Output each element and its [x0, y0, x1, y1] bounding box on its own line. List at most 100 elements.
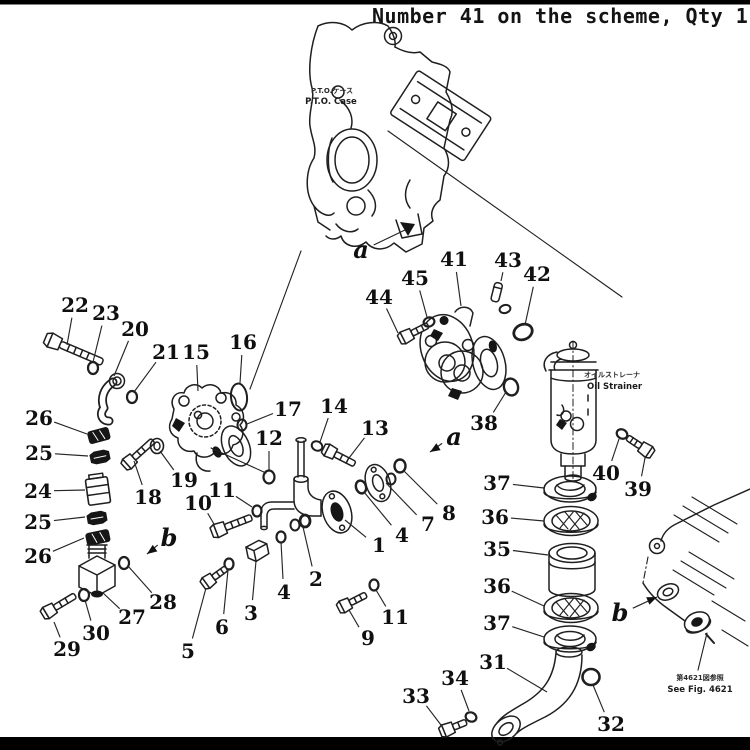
leader-part-18 [133, 460, 143, 486]
see-fig-label-jp: 第4621図参照 [676, 673, 723, 682]
o-ring-2a [289, 518, 301, 532]
leader-part-19 [159, 450, 175, 471]
washer-45 [422, 316, 436, 328]
bolt-29 [39, 592, 77, 620]
part-label-11: 11 [381, 605, 409, 629]
valve-43 [490, 281, 503, 303]
o-ring-38 [502, 377, 520, 397]
part-label-22: 22 [61, 293, 89, 317]
page-title: Number 41 on the scheme, Qty 1 [372, 4, 748, 28]
leader-part-31 [506, 667, 548, 693]
washer-30 [77, 587, 91, 603]
part-label-20: 20 [121, 317, 149, 341]
washer-11-right [368, 578, 380, 592]
o-ring-12 [262, 469, 276, 485]
leader-part-28 [127, 565, 153, 594]
leader-part-33 [425, 705, 442, 726]
part-label-31: 31 [479, 650, 507, 674]
part-label-40: 40 [592, 461, 620, 485]
tee-fitting-27 [78, 544, 116, 598]
washer-34 [464, 711, 478, 723]
bolt-5 [199, 565, 228, 590]
part-label-4: 4 [277, 580, 291, 604]
o-ring-32 [581, 667, 601, 687]
part-label-11: 11 [208, 478, 236, 502]
leader-part-26 [52, 537, 85, 552]
leader-part-15 [196, 364, 199, 392]
bolt-18 [120, 438, 155, 471]
leader-part-17 [246, 412, 274, 425]
part-label-45: 45 [401, 266, 429, 290]
leader-part-11 [375, 589, 387, 607]
leader-part-37 [512, 483, 545, 489]
leader-part-44 [385, 308, 399, 334]
leader-part-25 [53, 516, 86, 522]
part-label-1: 1 [372, 533, 386, 557]
washer-19 [149, 437, 165, 455]
leader-part-1 [344, 519, 367, 538]
leader-part-10 [207, 513, 215, 525]
part-label-8: 8 [442, 501, 456, 525]
part-label-2: 2 [309, 567, 323, 591]
view-label-b: b [612, 598, 629, 627]
suction-pipe-31 [491, 646, 583, 746]
part-label-21: 21 [152, 340, 180, 364]
gasket-16 [229, 382, 249, 412]
leader-part-32 [592, 684, 605, 713]
part-label-41: 41 [440, 247, 468, 271]
view-label-a: a [353, 235, 369, 264]
nut-25-bottom [86, 510, 108, 526]
washer-6 [223, 557, 235, 571]
o-ring-42 [512, 322, 534, 342]
o-ring-21 [125, 389, 139, 405]
part-label-29: 29 [53, 637, 81, 661]
hatch-lines [672, 496, 749, 647]
part-label-17: 17 [274, 397, 302, 421]
leader-part-20 [113, 340, 130, 377]
bolt-33 [437, 719, 468, 738]
leader-part-39 [640, 457, 646, 477]
part-label-14: 14 [320, 394, 348, 418]
tank-section-drawing [642, 488, 750, 671]
part-label-35: 35 [483, 537, 511, 561]
part-label-23: 23 [92, 301, 120, 325]
part-label-16: 16 [229, 330, 257, 354]
view-arrow-b [646, 597, 657, 605]
pump-41-drawing [419, 306, 507, 400]
leader-part-14 [319, 417, 329, 443]
pto-case-label-en: P.T.O. Case [305, 97, 357, 107]
view-leader-a [373, 229, 406, 246]
part-label-13: 13 [361, 416, 389, 440]
nut-25-top [89, 449, 111, 465]
part-label-25: 25 [24, 510, 52, 534]
leader-part-4 [363, 491, 392, 526]
pto-case-label-jp: P.T.O.ケース [311, 87, 353, 95]
leader-part-8 [402, 469, 438, 505]
part-label-15: 15 [182, 340, 210, 364]
oil-strainer-label-en: Oil Strainer [587, 382, 643, 392]
leader-part-21 [133, 361, 157, 393]
part-label-36: 36 [483, 574, 511, 598]
part-label-44: 44 [365, 285, 393, 309]
view-arrow-b [147, 544, 158, 554]
leader-part-26 [54, 421, 88, 435]
leader-part-38 [492, 391, 507, 413]
part-label-42: 42 [523, 262, 551, 286]
leader-part-40 [611, 438, 620, 462]
tank-port-fig [683, 611, 712, 634]
part-label-39: 39 [624, 477, 652, 501]
leader-part-6 [223, 569, 229, 615]
leader-part-37 [512, 626, 545, 638]
part-label-43: 43 [494, 248, 522, 272]
part-label-34: 34 [441, 666, 469, 690]
part-label-6: 6 [215, 615, 229, 639]
bolt-9 [335, 592, 368, 614]
flange-1 [321, 490, 353, 534]
leader-part-23 [92, 325, 103, 363]
pto-case-drawing [306, 21, 492, 253]
elbow-tube-20 [97, 372, 126, 426]
fitting-26-bottom [85, 529, 111, 546]
o-ring-28 [117, 555, 131, 571]
